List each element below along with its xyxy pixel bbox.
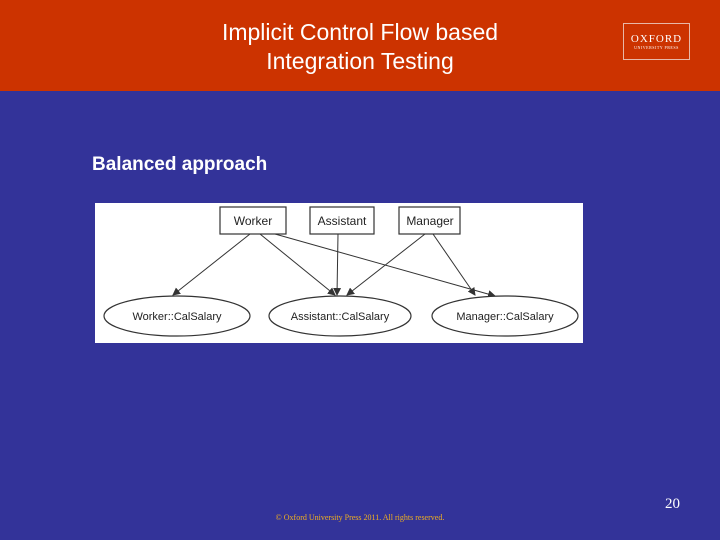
- method-ellipse-worker-calsalary: Worker::CalSalary: [103, 295, 251, 337]
- class-box-assistant: Assistant: [309, 206, 375, 235]
- section-heading: Balanced approach: [92, 154, 268, 175]
- class-label-worker: Worker: [234, 214, 272, 228]
- arrow-assistant-to-assistant-calsalary: [333, 233, 342, 296]
- method-label-worker-calsalary: Worker::CalSalary: [132, 311, 222, 323]
- arrow-worker-to-worker-calsalary: [172, 233, 251, 296]
- method-label-assistant-calsalary: Assistant::CalSalary: [291, 311, 390, 323]
- class-box-worker: Worker: [219, 206, 287, 235]
- call-arrows: [172, 233, 496, 298]
- arrow-worker-to-assistant-calsalary: [259, 233, 336, 296]
- class-diagram-svg: Worker Assistant Manager Worker::CalSala…: [103, 206, 579, 337]
- method-ellipse-manager-calsalary: Manager::CalSalary: [431, 295, 579, 337]
- copyright-notice: © Oxford University Press 2011. All righ…: [275, 513, 445, 522]
- oxford-logo-word: OXFORD: [630, 33, 683, 45]
- oxford-logo-subtext: UNIVERSITY PRESS: [634, 45, 679, 50]
- class-label-assistant: Assistant: [318, 214, 367, 228]
- class-label-manager: Manager: [406, 214, 453, 228]
- arrow-manager-to-manager-calsalary: [432, 233, 476, 296]
- method-ellipse-assistant-calsalary: Assistant::CalSalary: [268, 295, 412, 337]
- slide-title: Implicit Control Flow based Integration …: [150, 18, 570, 76]
- page-number: 20: [665, 496, 680, 512]
- slide-title-line-2: Integration Testing: [266, 48, 454, 74]
- class-box-manager: Manager: [398, 206, 461, 235]
- slide-header: Implicit Control Flow based Integration …: [0, 0, 720, 91]
- class-diagram: Worker Assistant Manager Worker::CalSala…: [95, 203, 583, 343]
- method-label-manager-calsalary: Manager::CalSalary: [456, 311, 554, 323]
- slide-title-line-1: Implicit Control Flow based: [221, 19, 499, 45]
- arrow-manager-to-assistant-calsalary: [346, 233, 426, 296]
- oxford-logo: OXFORD UNIVERSITY PRESS: [623, 23, 690, 60]
